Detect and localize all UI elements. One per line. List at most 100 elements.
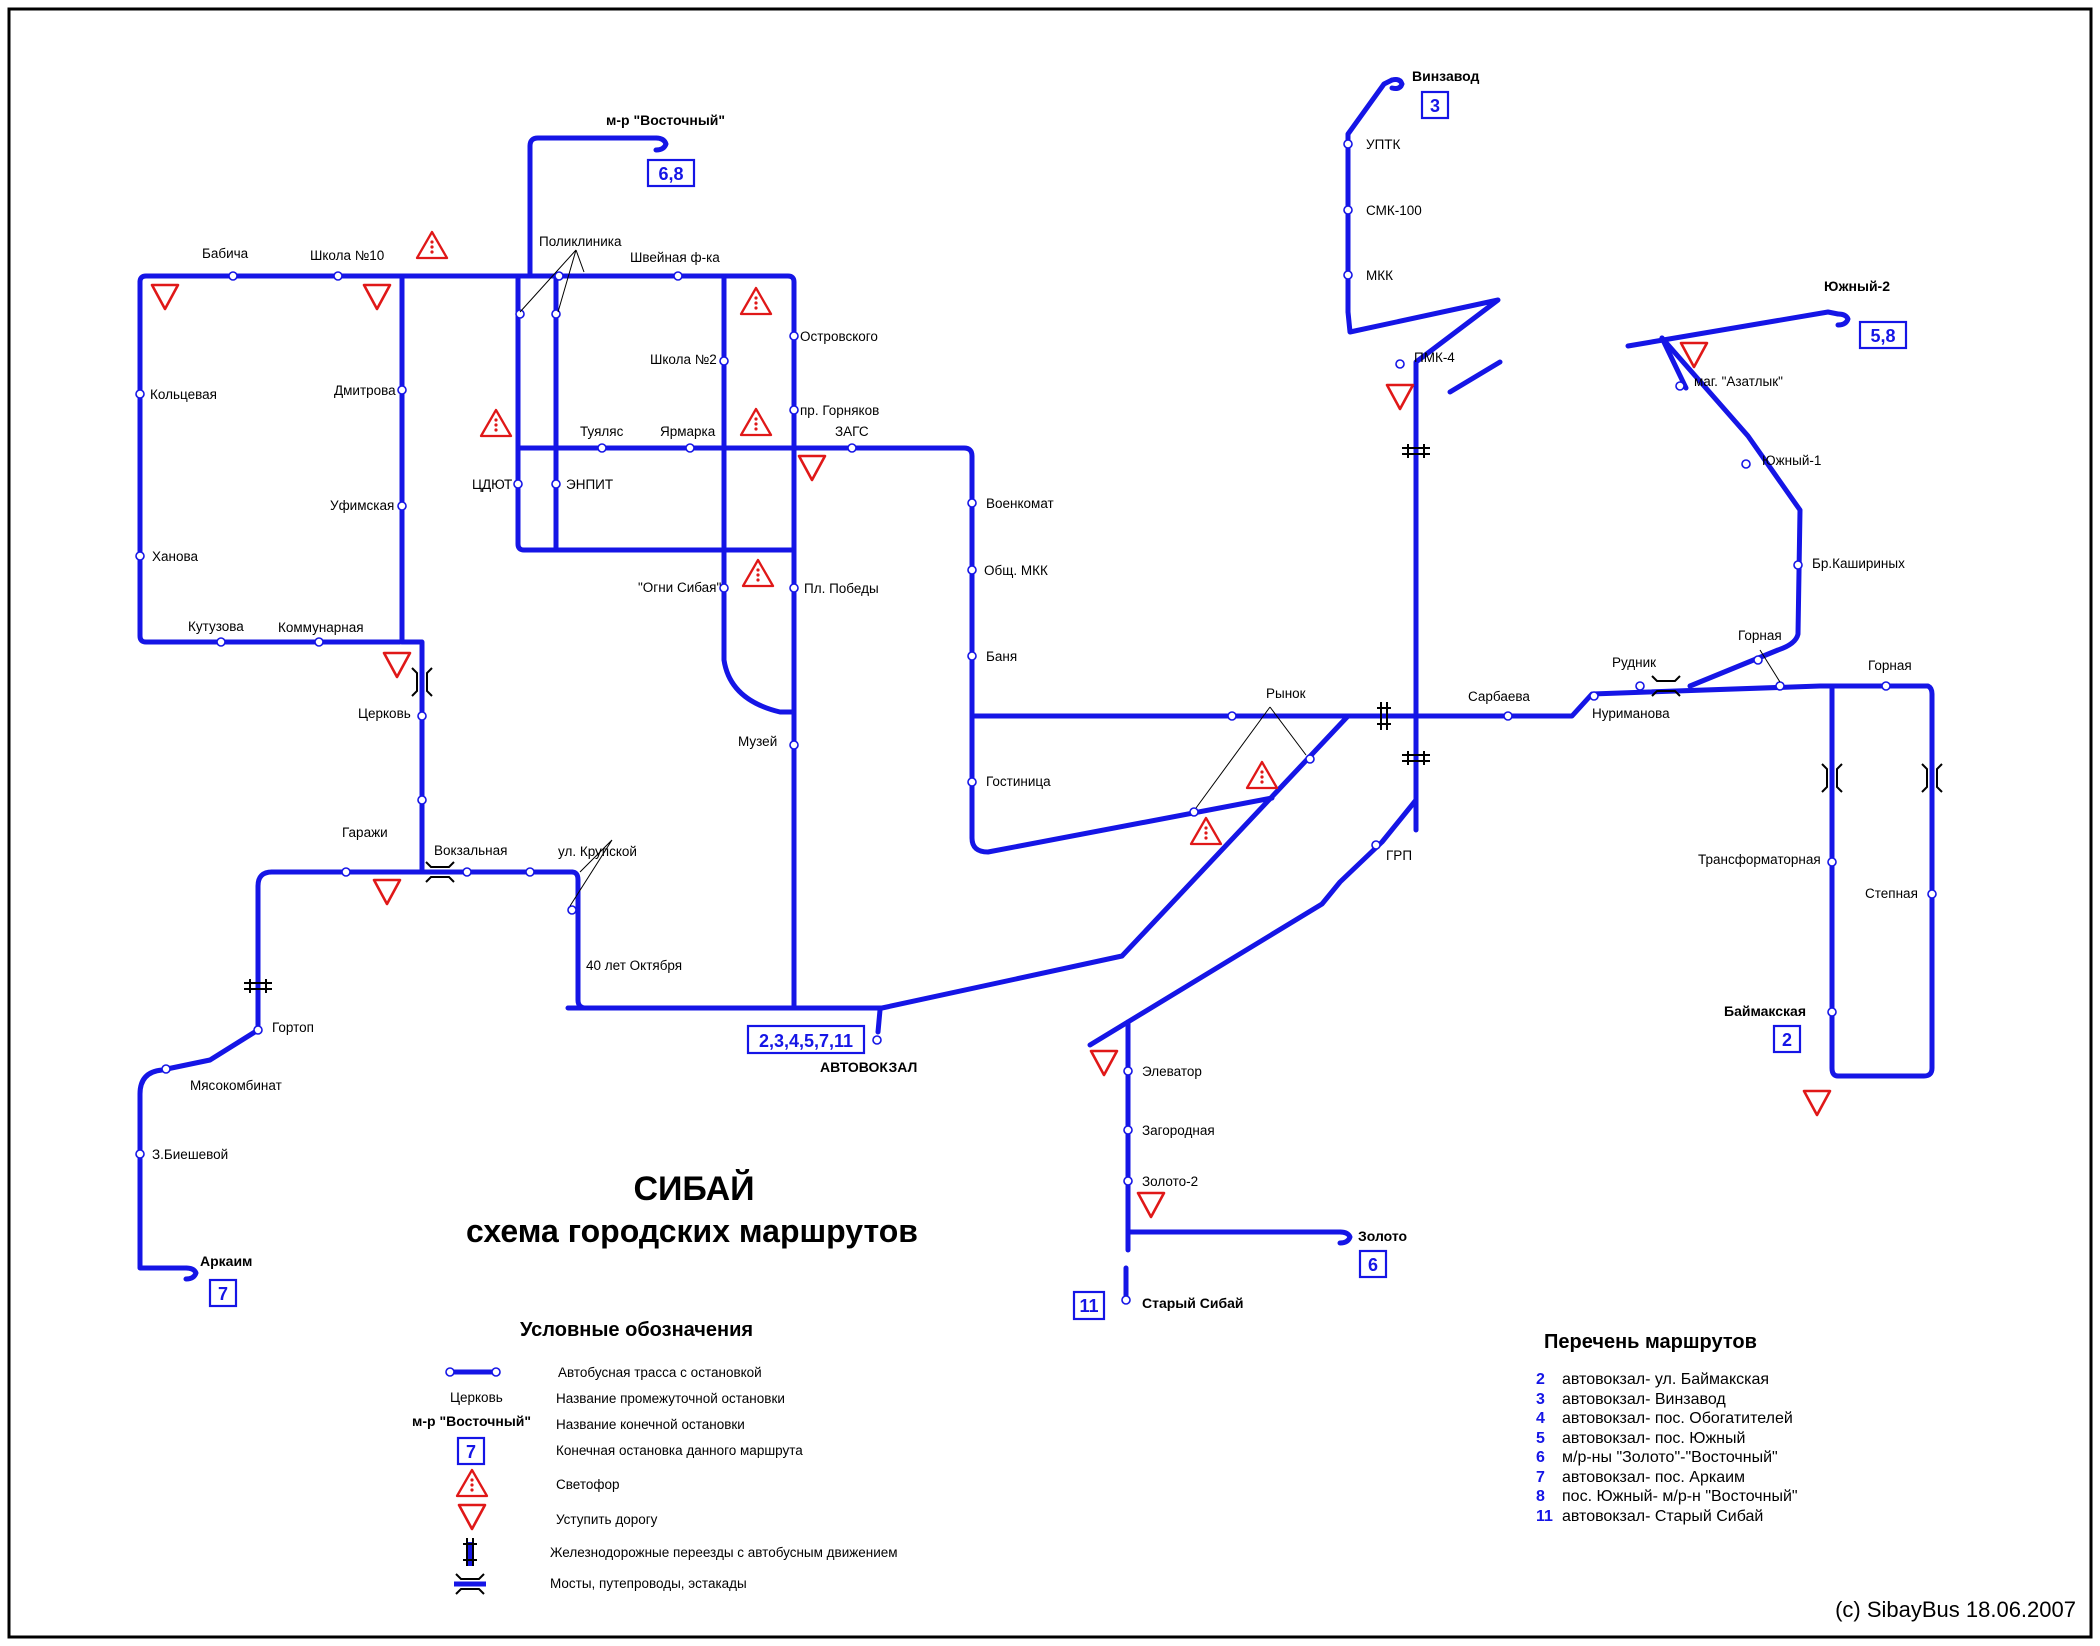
stop-label: Школа №2 bbox=[650, 352, 717, 367]
svg-text:8: 8 bbox=[1536, 1488, 1545, 1505]
traffic-light-icon bbox=[479, 408, 513, 438]
route-number-box bbox=[1858, 320, 1908, 350]
legend-item: Конечная остановка данного маршрута bbox=[556, 1443, 803, 1458]
stop-labels: Бабича Школа №10 Поликлиника Швейная ф-к… bbox=[150, 137, 1918, 1189]
terminal-label: Южный-2 bbox=[1824, 278, 1890, 294]
route-list-item: 8 пос. Южный- м/р-н "Восточный" bbox=[1536, 1488, 1798, 1505]
stop-label: Вокзальная bbox=[434, 843, 507, 858]
stop-label: Ханова bbox=[152, 549, 198, 564]
route-list-item: 5 автовокзал- пос. Южный bbox=[1536, 1430, 1745, 1447]
stop-label: Гаражи bbox=[342, 825, 388, 840]
copyright: (c) SibayBus 18.06.2007 bbox=[1835, 1597, 2076, 1622]
svg-text:7: 7 bbox=[1536, 1469, 1545, 1486]
stop-label: Военкомат bbox=[986, 496, 1054, 511]
terminal-label: АВТОВОКЗАЛ bbox=[820, 1059, 917, 1075]
map-border bbox=[7, 7, 2093, 1639]
stop-label: Рудник bbox=[1612, 655, 1656, 670]
traffic-lights bbox=[415, 230, 1279, 846]
svg-text:автовокзал- пос. Обогатителей: автовокзал- пос. Обогатителей bbox=[1562, 1410, 1793, 1427]
terminal-label: Аркаим bbox=[200, 1253, 252, 1269]
yield-sign-icon bbox=[1385, 383, 1415, 411]
map-subtitle: схема городских маршрутов bbox=[466, 1213, 918, 1249]
stop-label: Кутузова bbox=[188, 619, 244, 634]
stop-label: Церковь bbox=[358, 706, 411, 721]
terminal-label: Золото bbox=[1358, 1228, 1407, 1244]
legend-item: Автобусная трасса с остановкой bbox=[558, 1365, 762, 1380]
stop-label: Золото-2 bbox=[1142, 1174, 1198, 1189]
stop-label: Поликлиника bbox=[539, 234, 622, 249]
stop-label: Общ. МКК bbox=[984, 563, 1048, 578]
stop-label: ГРП bbox=[1386, 848, 1412, 863]
stop-label: Бабича bbox=[202, 246, 249, 261]
route-number-box bbox=[1772, 1024, 1802, 1054]
stop-label: пр. Горняков bbox=[800, 403, 879, 418]
stop-label: Пл. Победы bbox=[804, 581, 879, 596]
yield-sign-icon bbox=[382, 651, 412, 679]
route-list-item: 7 автовокзал- пос. Аркаим bbox=[1536, 1469, 1745, 1486]
stop-label: Гортоп bbox=[272, 1020, 314, 1035]
stop-label: Музей bbox=[738, 734, 777, 749]
svg-text:пос. Южный- м/р-н "Восточный": пос. Южный- м/р-н "Восточный" bbox=[1562, 1488, 1798, 1505]
stop-label: ул. Крупской bbox=[558, 844, 637, 859]
stop-label: Сарбаева bbox=[1468, 689, 1530, 704]
terminal-routes: 11 bbox=[1079, 1296, 1098, 1316]
terminal-routes: 5,8 bbox=[1870, 326, 1895, 346]
route-number-box bbox=[1072, 1290, 1106, 1321]
stop-label: Южный-1 bbox=[1762, 453, 1821, 468]
stop-label: Островского bbox=[800, 329, 878, 344]
svg-text:4: 4 bbox=[1536, 1410, 1545, 1427]
svg-text:6: 6 bbox=[1536, 1449, 1545, 1466]
terminal-routes: 6,8 bbox=[658, 164, 683, 184]
routes-list: Перечень маршрутов 2 автовокзал- ул. Бай… bbox=[1536, 1331, 1798, 1525]
stop-label: ЦДЮТ bbox=[472, 477, 512, 492]
stop-label: ПМК-4 bbox=[1414, 350, 1455, 365]
stop-label: Швейная ф-ка bbox=[630, 250, 720, 265]
map-title: СИБАЙ bbox=[633, 1169, 754, 1208]
legend-title: Условные обозначения bbox=[520, 1319, 753, 1341]
route-list-item: 2 автовокзал- ул. Баймакская bbox=[1536, 1371, 1769, 1388]
traffic-light-icon bbox=[415, 230, 449, 260]
svg-text:2: 2 bbox=[1536, 1371, 1545, 1388]
stop-label: ЗАГС bbox=[835, 424, 869, 439]
stop-label: МКК bbox=[1366, 268, 1393, 283]
legend-item: Железнодорожные переезды с автобусным дв… bbox=[550, 1545, 898, 1560]
yield-sign-icon bbox=[797, 454, 827, 482]
terminal-routes: 6 bbox=[1368, 1255, 1378, 1275]
stop-label: Рынок bbox=[1266, 686, 1306, 701]
terminal-label: Винзавод bbox=[1412, 68, 1480, 84]
traffic-light-icon bbox=[739, 286, 773, 316]
stop-label: Горная bbox=[1738, 628, 1782, 643]
bridges bbox=[411, 667, 1943, 883]
yield-sign-icon bbox=[1802, 1089, 1832, 1117]
terminal-label: м-р "Восточный" bbox=[606, 112, 725, 128]
stop-label: Туяляс bbox=[580, 424, 624, 439]
stop-label: Гостиница bbox=[986, 774, 1051, 789]
traffic-light-icon bbox=[739, 407, 773, 437]
svg-text:11: 11 bbox=[1536, 1508, 1553, 1525]
route-lines bbox=[137, 77, 1935, 1299]
terminal-routes: 3 bbox=[1430, 96, 1440, 116]
terminal-routes: 2 bbox=[1782, 1030, 1792, 1050]
yield-sign-icon bbox=[457, 1503, 487, 1531]
stop-label: УПТК bbox=[1366, 137, 1401, 152]
route-number-box bbox=[746, 1024, 866, 1055]
traffic-light-icon bbox=[1245, 760, 1279, 790]
stop-label: Школа №10 bbox=[310, 248, 384, 263]
route-list-item: 11 автовокзал- Старый Сибай bbox=[1536, 1508, 1763, 1525]
legend-example-stop: Церковь bbox=[450, 1390, 503, 1405]
legend: Условные обозначения Автобусная трасса с… bbox=[412, 1319, 898, 1595]
stop-label: ЭНПИТ bbox=[566, 477, 613, 492]
bus-stops bbox=[135, 139, 1937, 1186]
stop-label: Ярмарка bbox=[660, 424, 716, 439]
terminal-stops: м-р "Восточный" 6,8 Винзавод 3 Южный-2 5… bbox=[200, 68, 1908, 1321]
terminal-routes: 7 bbox=[218, 1284, 228, 1304]
route-list-item: 3 автовокзал- Винзавод bbox=[1536, 1391, 1726, 1408]
traffic-light-icon bbox=[1189, 816, 1223, 846]
legend-item: Мосты, путепроводы, эстакады bbox=[550, 1576, 747, 1591]
route-number-box bbox=[1358, 1249, 1388, 1279]
legend-example-terminal: м-р "Восточный" bbox=[412, 1413, 531, 1429]
stop-label: СМК-100 bbox=[1366, 203, 1422, 218]
stop-label: Элеватор bbox=[1142, 1064, 1202, 1079]
yield-sign-icon bbox=[150, 283, 180, 311]
